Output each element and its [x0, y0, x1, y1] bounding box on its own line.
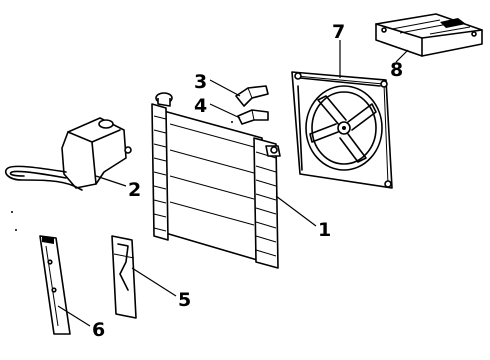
leader-5 — [131, 267, 177, 297]
leader-1 — [275, 195, 317, 227]
callout-3: 3 — [194, 71, 207, 93]
callout-6: 6 — [92, 319, 105, 341]
side-seal — [39, 235, 71, 335]
leader-3 — [209, 79, 241, 97]
leader-8 — [395, 49, 409, 63]
lower-hose — [237, 109, 269, 125]
fan-shroud — [291, 71, 393, 189]
callout-4: 4 — [194, 95, 207, 117]
callout-2: 2 — [128, 179, 141, 201]
leader-4 — [209, 103, 241, 119]
callout-7: 7 — [332, 21, 345, 43]
air-baffle — [111, 235, 137, 319]
callout-8: 8 — [390, 59, 403, 81]
coolant-recovery-tank — [4, 117, 132, 191]
radiator — [151, 92, 281, 269]
leader-2 — [95, 175, 127, 187]
shroud-bracket — [375, 13, 483, 57]
leader-6 — [57, 305, 91, 327]
callout-1: 1 — [318, 219, 331, 241]
callout-5: 5 — [178, 289, 191, 311]
upper-hose — [235, 85, 269, 107]
